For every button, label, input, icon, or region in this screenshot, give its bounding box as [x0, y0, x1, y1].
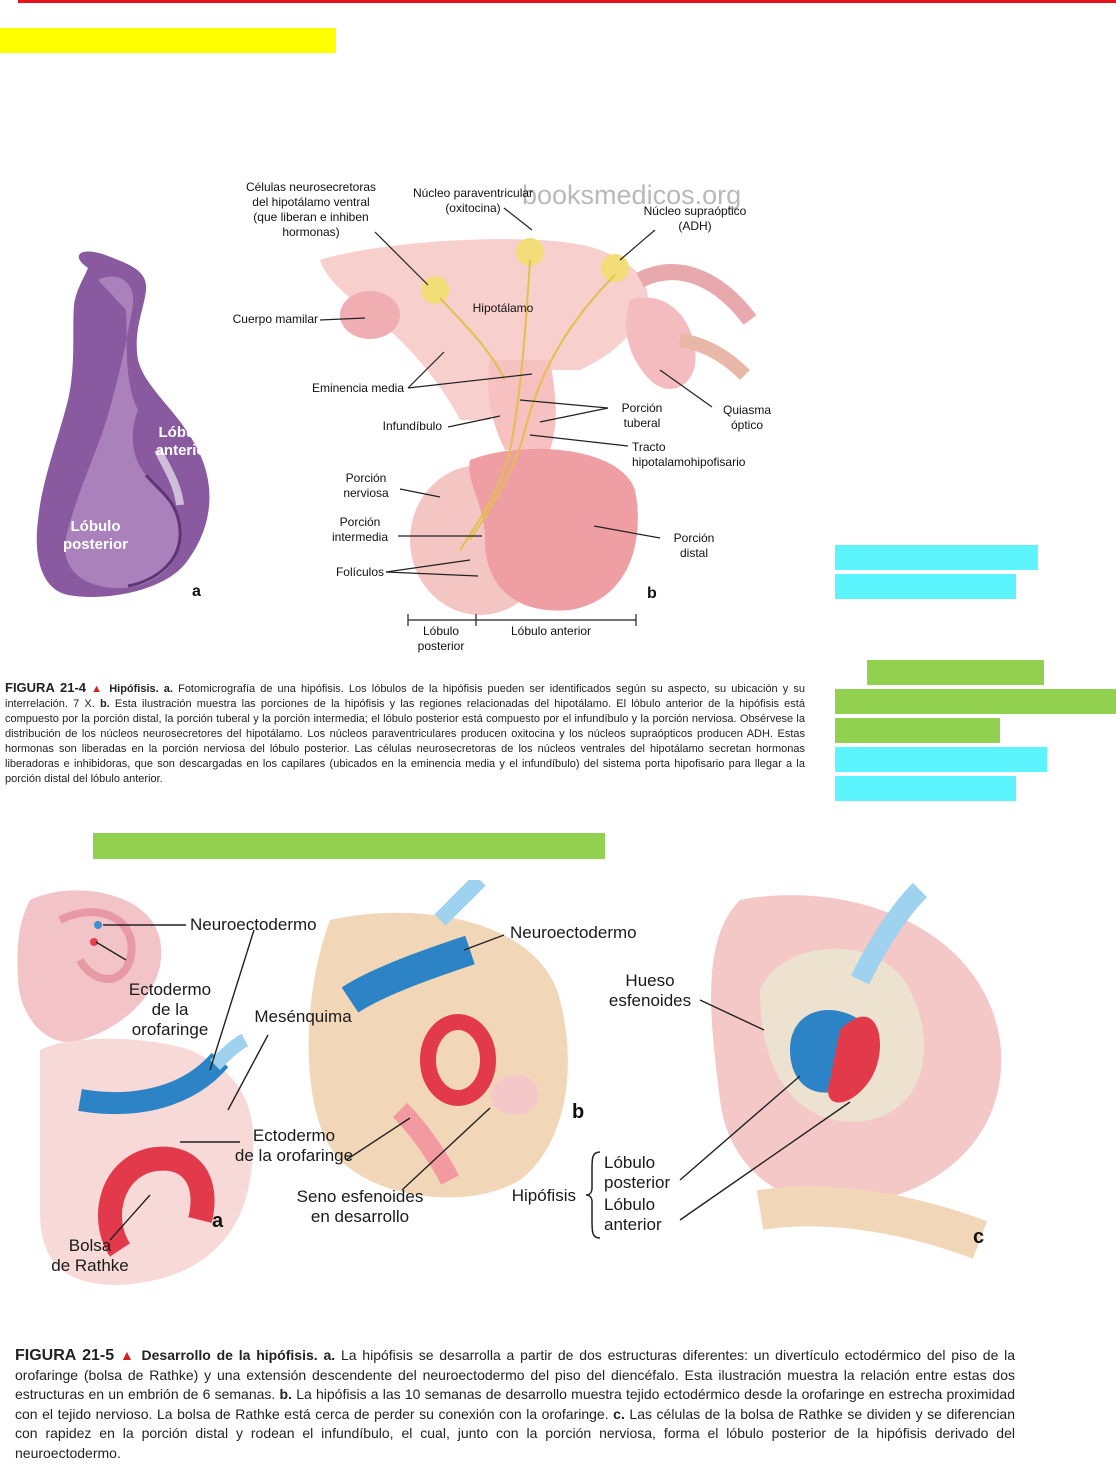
pituitary-illustration: [320, 238, 757, 615]
cyan-highlight-bar: [835, 574, 1016, 599]
label-follicles: Folículos: [335, 565, 384, 579]
figure-21-4: Lóbulo anterior Lóbulo posterior a books…: [0, 160, 830, 660]
label-ectoderm-a: Ectodermo de la orofaringe: [128, 980, 212, 1039]
label-hipofisis: Hipófisis: [511, 1186, 576, 1205]
caption-triangle-icon-5: ▲: [119, 1347, 136, 1363]
yellow-highlight-bar: [0, 28, 336, 53]
green-highlight-bar: [93, 833, 605, 859]
photo-label-anterior: Lóbulo anterior: [155, 424, 212, 459]
label-lobe-posterior: Lóbulo posterior: [417, 624, 465, 653]
caption-text: Fotomicrografía de una hipófisis. Los ló…: [5, 683, 805, 710]
cyan-highlight-bar: [835, 545, 1038, 570]
label-median-eminence: Eminencia media: [311, 381, 404, 395]
label-neuroectoderm-a: Neuroectodermo: [190, 915, 317, 934]
label-infundibulum: Infundíbulo: [382, 419, 442, 433]
label-mesenchyme: Mesénquima: [254, 1007, 352, 1026]
photo-label-posterior: Lóbulo posterior: [62, 518, 128, 553]
label-nervosa: Porción nerviosa: [343, 471, 389, 500]
pituitary-micrograph: [36, 251, 210, 597]
caption-bold-b: b.: [99, 698, 110, 710]
label-rathke: Bolsa de Rathke: [51, 1236, 129, 1275]
caption-text-5-2: La hipófisis a las 10 semanas de desarro…: [15, 1386, 1015, 1422]
panel-label-5b: b: [572, 1101, 585, 1123]
label-optic-chiasm: Quiasma óptico: [722, 403, 772, 432]
figure-21-4-caption: FIGURA 21-4 ▲ Hipófisis. a. Fotomicrogra…: [5, 680, 805, 787]
caption-text-5-3: Las células de la bolsa de Rathke se div…: [15, 1405, 1016, 1461]
label-paraventricular: Núcleo paraventricular (oxitocina): [412, 186, 534, 215]
label-tract: Tracto hipotalamohipofisario: [632, 440, 746, 469]
caption-bold-b-5: b.: [279, 1386, 292, 1402]
label-posterior-c: Lóbulo posterior: [604, 1153, 671, 1192]
label-hypothalamus: Hipotálamo: [472, 301, 534, 315]
label-anterior-c: Lóbulo anterior: [604, 1195, 662, 1234]
top-red-rule: [18, 0, 1116, 3]
label-intermedia: Porción intermedia: [331, 515, 389, 544]
label-distal: Porción distal: [673, 531, 715, 560]
cyan-highlight-bar: [835, 747, 1047, 772]
leader-lines: [319, 207, 713, 626]
panel-label-a: a: [192, 583, 201, 600]
caption-text-5: La hipófisis se desarrolla a partir de d…: [15, 1347, 1016, 1402]
caption-number: FIGURA 21-4: [5, 680, 87, 695]
development-illustration: [17, 880, 1002, 1285]
green-highlight-bar: [835, 718, 1000, 743]
label-bone: Hueso esfenoides: [608, 971, 692, 1010]
label-sinus: Seno esfenoides en desarrollo: [296, 1187, 424, 1226]
brace-icon: [585, 1151, 601, 1239]
watermark: booksmedicos.org: [522, 180, 742, 210]
label-neurosecretory-cells: Células neurosecretoras del hipotálamo v…: [245, 180, 377, 239]
panel-label-5a: a: [212, 1210, 224, 1232]
label-supraoptic: Núcleo supraóptico (ADH): [643, 204, 747, 233]
cyan-highlight-bar: [835, 776, 1016, 801]
label-lobe-anterior: Lóbulo anterior: [510, 624, 592, 638]
panel-label-5c: c: [973, 1226, 985, 1248]
label-tuberal: Porción tuberal: [621, 401, 663, 430]
figure-21-5-caption: FIGURA 21-5 ▲ Desarrollo de la hipófisis…: [15, 1346, 1015, 1463]
caption-title: Hipófisis. a.: [109, 683, 173, 695]
caption-title-5: Desarrollo de la hipófisis. a.: [141, 1347, 336, 1363]
panel-label-b: b: [647, 585, 657, 602]
caption-text-2: Esta ilustración muestra las porciones d…: [5, 698, 805, 785]
figure-21-5: Neuroectodermo Ectodermo de la orofaring…: [0, 880, 1116, 1300]
caption-triangle-icon: ▲: [91, 683, 105, 695]
green-highlight-bar: [835, 689, 1116, 714]
label-neuroectoderm-b: Neuroectodermo: [510, 923, 637, 942]
caption-number-5: FIGURA 21-5: [15, 1347, 115, 1364]
label-mammillary-body: Cuerpo mamilar: [232, 312, 318, 326]
label-ectoderm-a2: Ectodermo de la orofaringe: [234, 1126, 354, 1165]
green-highlight-bar: [867, 660, 1044, 685]
caption-bold-c-5: c.: [613, 1405, 625, 1422]
